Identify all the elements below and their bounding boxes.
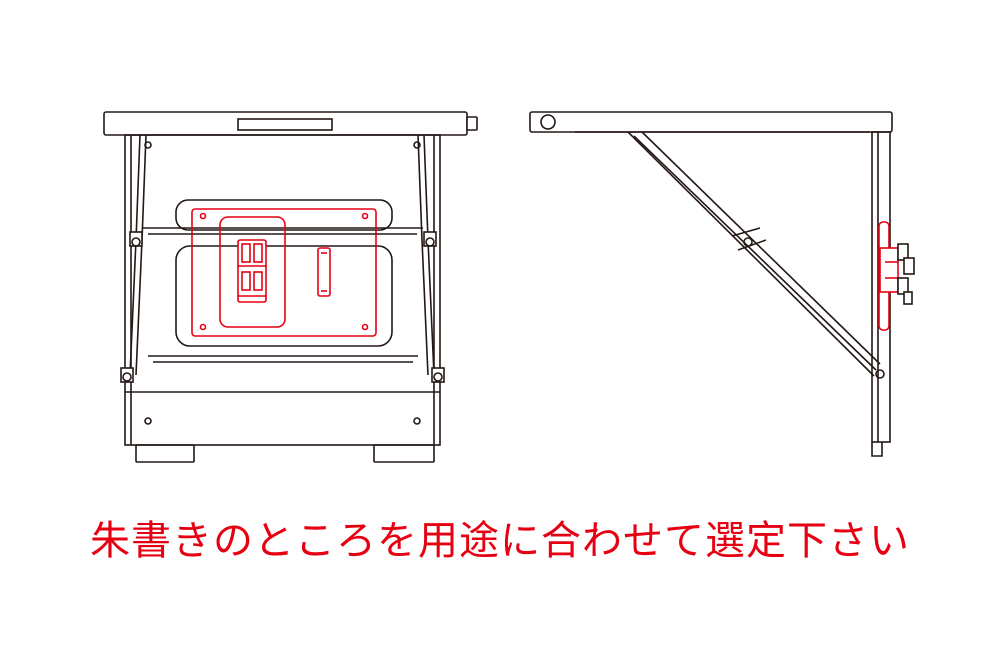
diagonal-brace xyxy=(627,131,875,377)
knob xyxy=(466,116,478,131)
outlet-plate xyxy=(219,216,286,328)
enclosure-body xyxy=(124,134,441,446)
top-plate-handle xyxy=(237,118,333,131)
side-knob xyxy=(540,114,556,130)
screw xyxy=(413,417,421,425)
connector-icon xyxy=(317,247,331,297)
front-view xyxy=(103,111,478,463)
outlet-icon xyxy=(237,239,267,303)
side-view xyxy=(529,111,915,457)
right-bracket-arm xyxy=(423,134,435,376)
panel-plate xyxy=(175,245,393,347)
screw xyxy=(144,417,152,425)
left-foot xyxy=(135,444,195,463)
right-foot xyxy=(373,444,435,463)
instruction-caption: 朱書きのところを用途に合わせて選定下さい xyxy=(90,518,910,564)
screw xyxy=(413,141,421,149)
panel-plate-upper xyxy=(175,199,393,231)
side-top-plate xyxy=(529,111,893,133)
selectable-panel-outline xyxy=(191,208,377,337)
